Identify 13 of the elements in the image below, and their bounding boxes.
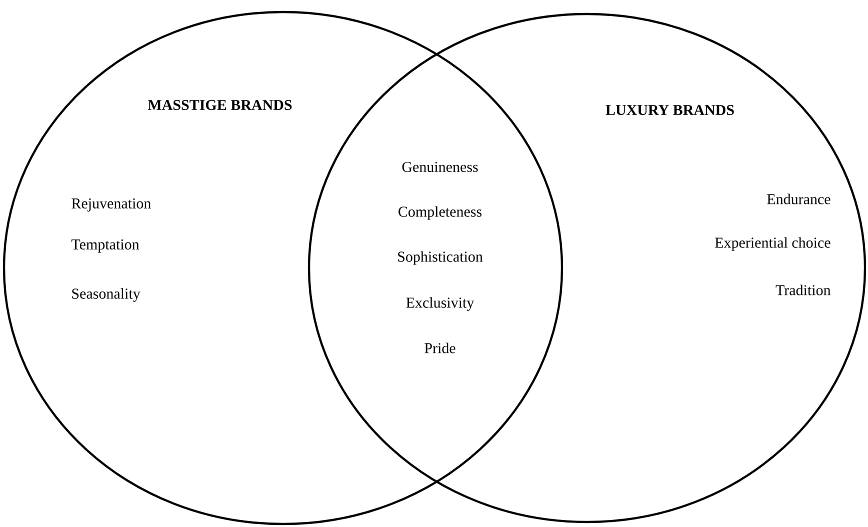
attribute-text: Endurance xyxy=(767,194,830,204)
shared-attribute-text: Sophistication xyxy=(398,251,483,265)
attribute-text: Experiential choice xyxy=(715,237,830,251)
circle-heading: LUXURY BRANDS xyxy=(606,104,734,116)
shared-attribute-text: Pride xyxy=(424,342,456,354)
attribute-text: Temptation xyxy=(71,239,140,253)
circle-heading: MASSTIGE BRANDS xyxy=(148,100,292,110)
shared-attribute-text: Genuineness xyxy=(402,162,478,172)
attribute-text: Rejuvenation xyxy=(72,198,151,212)
attribute-text: Seasonality xyxy=(72,288,140,302)
attribute-text: Tradition xyxy=(776,284,831,296)
shared-attribute-text: Completeness xyxy=(398,206,482,220)
shared-attribute-text: Exclusivity xyxy=(406,297,474,311)
